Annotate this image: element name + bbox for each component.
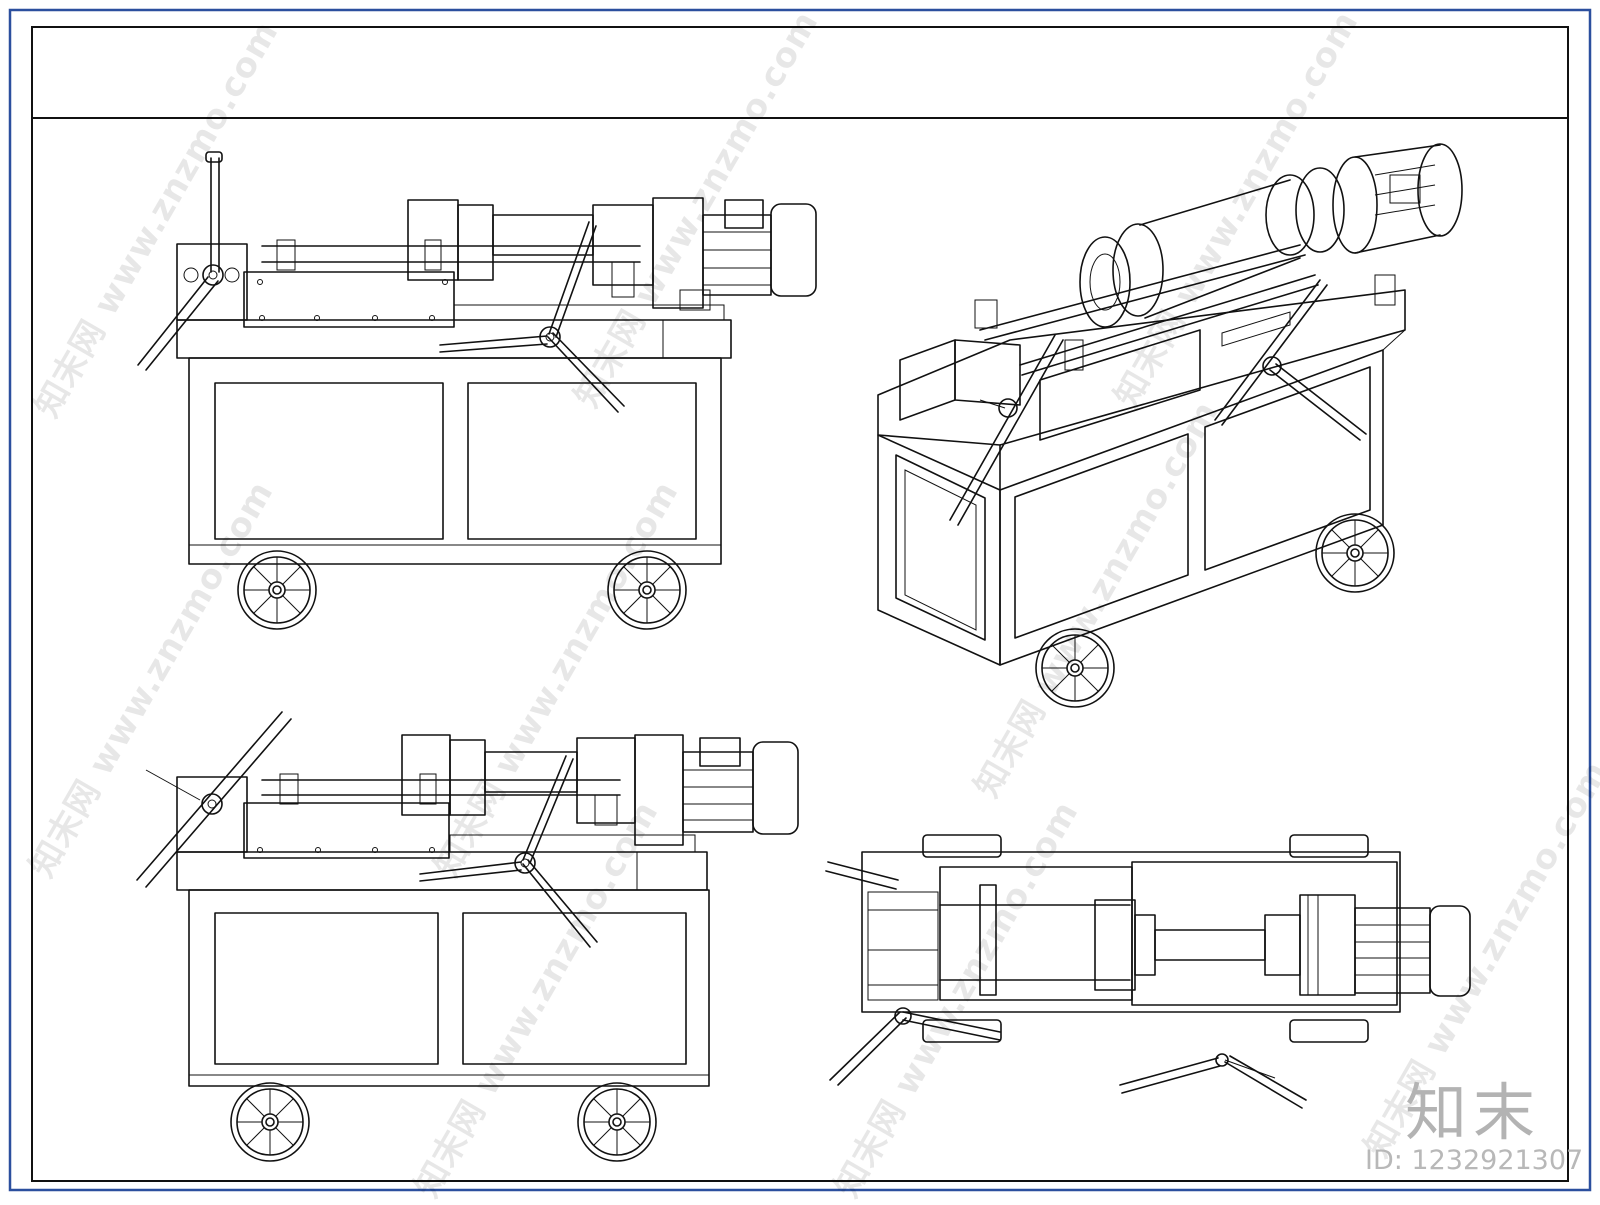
motor-end-cap: [770, 203, 817, 297]
cabinet-door-right: [467, 382, 697, 540]
top-view: [825, 834, 1471, 1109]
resource-id-label: ID: 1232921307: [1365, 1145, 1584, 1176]
iso-chuck: [1079, 236, 1131, 328]
wheel-front-left: [237, 550, 317, 630]
iso-wheel-rear: [1315, 513, 1395, 593]
cabinet-door-left: [214, 382, 444, 540]
isometric-view: [877, 143, 1463, 708]
star-handle-lower: [419, 755, 598, 948]
wheel-lower-right: [577, 1082, 657, 1162]
motor-housing: [702, 214, 772, 296]
cabinet-body-lower: [188, 889, 710, 1087]
top-frame: [861, 851, 1401, 1013]
star-handle-upper: [439, 221, 625, 413]
top-motor: [1354, 907, 1431, 994]
iso-motor: [1332, 156, 1378, 254]
brand-logo: 知末: [1405, 1076, 1542, 1149]
drawing-frame: [8, 8, 1592, 1192]
wheel-lower-left: [230, 1082, 310, 1162]
front-view-upper: [137, 151, 817, 630]
carriage-plate: [243, 271, 455, 328]
front-view-lower: [136, 711, 799, 1162]
